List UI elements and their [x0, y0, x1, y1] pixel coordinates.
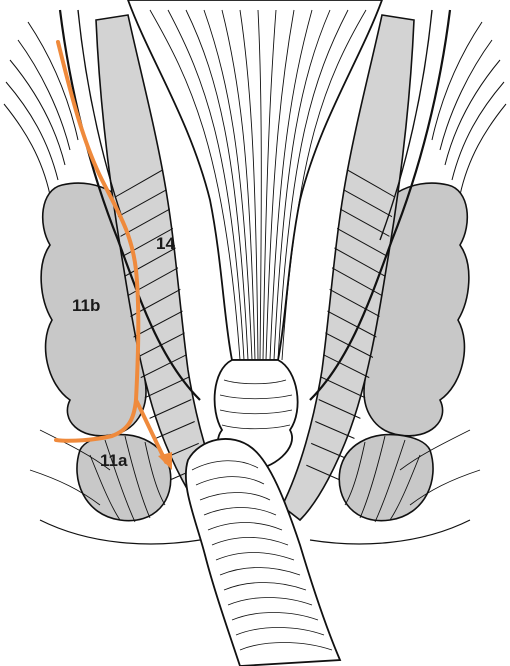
sphincter-lobe-right: [339, 435, 433, 521]
outer-fibers-left: [4, 22, 78, 195]
label-14: 14: [156, 234, 175, 254]
label-11b: 11b: [72, 296, 100, 316]
label-11a: 11a: [100, 451, 127, 471]
outer-fibers-right: [432, 22, 506, 195]
